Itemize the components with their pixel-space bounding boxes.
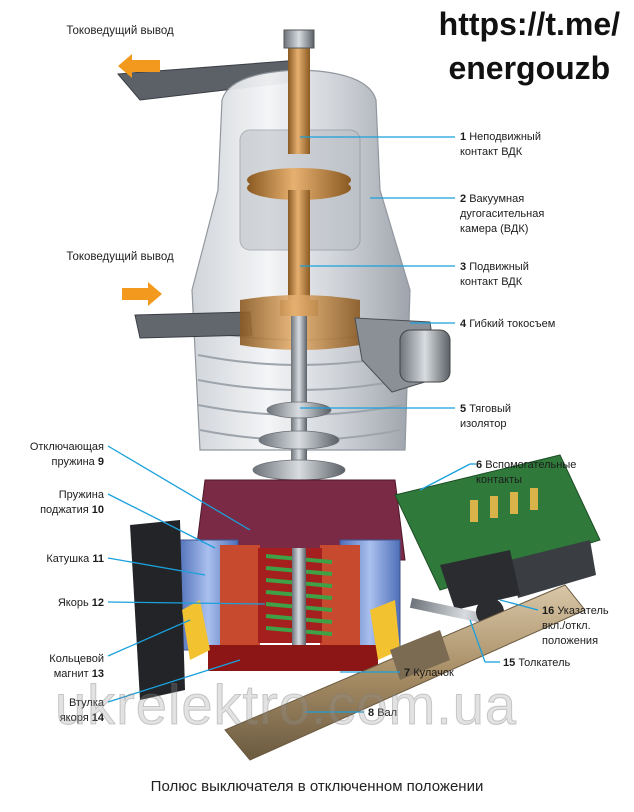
label-position-indicator: 16 Указатель вкл./откл. положения xyxy=(542,604,609,649)
label-number: 2 xyxy=(460,193,467,205)
label-flexible-connector: 4 Гибкий токосъем xyxy=(460,317,555,332)
terminal-label-top: Токоведущий вывод xyxy=(66,25,174,37)
label-text: Вакуумная дугогасительная камера (ВДК) xyxy=(460,193,545,235)
leader-line xyxy=(107,557,206,576)
label-number: 11 xyxy=(92,553,104,565)
label-text: Катушка xyxy=(46,553,90,565)
label-pusher: 15 Толкатель xyxy=(503,656,570,671)
label-armature: Якорь 12 xyxy=(0,596,104,611)
label-text: Тяговый изолятор xyxy=(460,403,512,430)
terminal-label-middle: Токоведущий вывод xyxy=(66,251,174,263)
leader-line xyxy=(419,463,471,491)
leader-line xyxy=(107,445,251,531)
telegram-link-line1: https://t.me/ xyxy=(438,6,620,42)
label-number: 12 xyxy=(91,597,104,609)
label-pull-insulator: 5 Тяговый изолятор xyxy=(460,402,511,432)
label-opening-spring: Отключающая пружина 9 xyxy=(0,440,104,470)
leader-line xyxy=(107,659,241,703)
leader-line xyxy=(499,599,539,611)
label-text: Указатель вкл./откл. положения xyxy=(542,605,609,647)
label-number: 10 xyxy=(91,504,104,516)
label-number: 13 xyxy=(91,668,104,680)
telegram-link-line2: energouzb xyxy=(448,50,611,86)
label-coil: Катушка 11 xyxy=(0,552,104,567)
label-text: Пружина поджатия xyxy=(40,489,104,516)
label-moving-contact: 3 Подвижный контакт ВДК xyxy=(460,260,529,290)
label-text: Толкатель xyxy=(518,657,571,669)
label-number: 8 xyxy=(368,707,375,719)
label-text: Неподвижный контакт ВДК xyxy=(460,131,541,158)
label-aux-contacts: 6 Вспомогательные контакты xyxy=(476,458,576,488)
telegram-link[interactable]: https://t.me/ energouzb xyxy=(439,2,620,90)
leader-line xyxy=(469,619,486,663)
label-ring-magnet: Кольцевой магнит 13 xyxy=(0,652,104,682)
label-number: 6 xyxy=(476,459,483,471)
label-number: 5 xyxy=(460,403,467,415)
label-text: Якорь xyxy=(57,597,89,609)
label-number: 9 xyxy=(97,456,104,468)
label-number: 16 xyxy=(542,605,555,617)
label-number: 4 xyxy=(460,318,467,330)
label-fixed-contact: 1 Неподвижный контакт ВДК xyxy=(460,130,541,160)
label-text: Вал xyxy=(377,707,398,719)
label-text: Гибкий токосъем xyxy=(469,318,556,330)
label-text: Кольцевой магнит xyxy=(49,653,104,680)
label-vacuum-chamber: 2 Вакуумная дугогасительная камера (ВДК) xyxy=(460,192,544,237)
label-shaft: 8 Вал xyxy=(368,706,397,721)
leader-line xyxy=(107,601,266,605)
leader-line xyxy=(107,619,191,657)
label-text: Кулачок xyxy=(413,667,454,679)
label-armature-bushing: Втулка якоря 14 xyxy=(0,696,104,726)
label-contact-spring: Пружина поджатия 10 xyxy=(0,488,104,518)
diagram-caption: Полюс выключателя в отключенном положени… xyxy=(150,778,484,795)
label-number: 7 xyxy=(404,667,411,679)
leader-line xyxy=(107,493,216,549)
label-text: Втулка якоря xyxy=(59,697,104,724)
watermark: ukrelektro.com.ua xyxy=(54,673,518,737)
label-number: 15 xyxy=(503,657,516,669)
label-number: 3 xyxy=(460,261,467,273)
label-number: 14 xyxy=(91,712,104,724)
label-text: Подвижный контакт ВДК xyxy=(460,261,529,288)
label-cam: 7 Кулачок xyxy=(404,666,454,681)
label-text: Вспомогательные контакты xyxy=(476,459,577,486)
label-text: Отключающая пружина xyxy=(29,441,104,468)
label-number: 1 xyxy=(460,131,467,143)
